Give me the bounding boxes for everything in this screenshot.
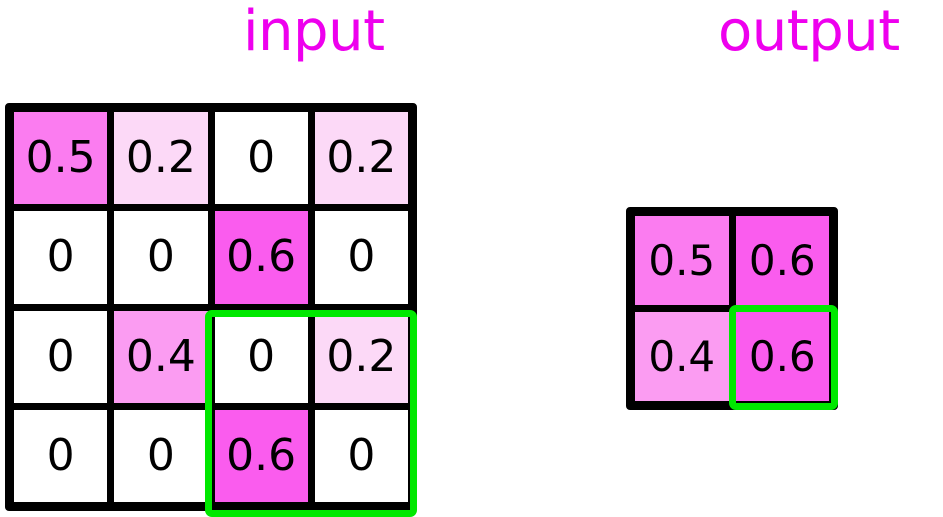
output-matrix: 0.5 0.6 0.4 0.6 bbox=[626, 207, 838, 410]
output-value: 0.4 bbox=[648, 331, 716, 381]
input-value: 0 bbox=[146, 231, 175, 283]
output-value: 0.5 bbox=[648, 235, 716, 285]
input-value: 0 bbox=[46, 429, 75, 481]
input-cell-r4c3: 0.6 bbox=[214, 409, 308, 502]
input-value: 0 bbox=[46, 330, 75, 382]
input-cell-r1c3: 0 bbox=[214, 112, 308, 205]
input-value: 0 bbox=[347, 231, 376, 283]
input-cell-r3c2: 0.4 bbox=[114, 310, 208, 403]
input-value: 0.2 bbox=[326, 132, 397, 184]
input-value: 0.2 bbox=[326, 330, 397, 382]
input-value: 0.2 bbox=[125, 132, 196, 184]
input-cell-r3c4: 0.2 bbox=[314, 310, 408, 403]
input-value: 0.6 bbox=[226, 429, 297, 481]
input-cell-r3c1: 0 bbox=[14, 310, 108, 403]
input-value: 0 bbox=[247, 330, 276, 382]
input-value: 0.6 bbox=[226, 231, 297, 283]
input-cell-r4c4: 0 bbox=[314, 409, 408, 502]
input-cell-r1c1: 0.5 bbox=[14, 112, 108, 205]
output-title: output bbox=[718, 0, 900, 64]
output-cell-r1c2: 0.6 bbox=[735, 216, 829, 305]
input-value: 0 bbox=[146, 429, 175, 481]
input-cell-r3c3: 0 bbox=[214, 310, 308, 403]
input-cell-r2c2: 0 bbox=[114, 211, 208, 304]
input-cell-r4c1: 0 bbox=[14, 409, 108, 502]
input-cell-r2c1: 0 bbox=[14, 211, 108, 304]
input-value: 0 bbox=[46, 231, 75, 283]
input-title: input bbox=[243, 0, 385, 64]
output-cell-r2c2: 0.6 bbox=[735, 312, 829, 401]
input-cell-r2c3: 0.6 bbox=[214, 211, 308, 304]
input-cell-r4c2: 0 bbox=[114, 409, 208, 502]
input-value: 0.5 bbox=[25, 132, 96, 184]
input-value: 0 bbox=[347, 429, 376, 481]
input-cell-r1c2: 0.2 bbox=[114, 112, 208, 205]
output-cell-r2c1: 0.4 bbox=[635, 312, 729, 401]
input-value: 0.4 bbox=[125, 330, 196, 382]
input-value: 0 bbox=[247, 132, 276, 184]
output-value: 0.6 bbox=[748, 331, 816, 381]
input-matrix: 0.5 0.2 0 0.2 0 0 0.6 0 0 0.4 0 0.2 0 0 0.6 0 bbox=[5, 103, 417, 511]
output-cell-r1c1: 0.5 bbox=[635, 216, 729, 305]
input-cell-r2c4: 0 bbox=[314, 211, 408, 304]
output-value: 0.6 bbox=[748, 235, 816, 285]
input-cell-r1c4: 0.2 bbox=[314, 112, 408, 205]
